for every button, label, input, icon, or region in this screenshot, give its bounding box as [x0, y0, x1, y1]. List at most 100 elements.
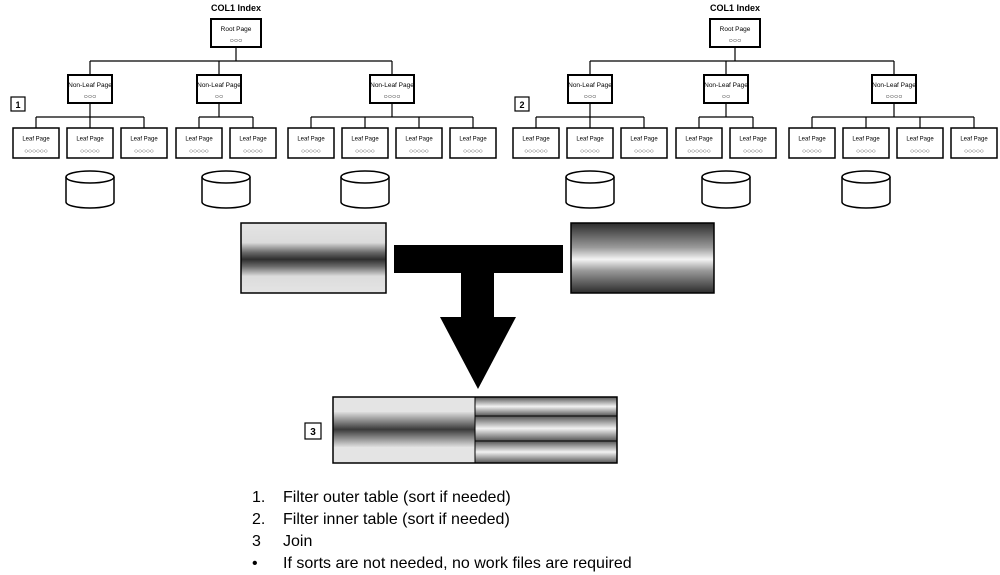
page-label: Leaf Page: [685, 137, 713, 143]
data-page-cylinder: [201, 170, 251, 209]
page-keys: ○○○○○: [301, 148, 321, 155]
page-label: Leaf Page: [405, 137, 433, 143]
index-title: COL1 Index: [710, 3, 760, 13]
caption-text: Join: [283, 533, 313, 550]
leaf-page: Leaf Page○○○○○○: [12, 127, 60, 159]
page-keys: ○○○○○: [856, 148, 876, 155]
leaf-page: Leaf Page○○○○○: [620, 127, 668, 159]
page-label: Leaf Page: [76, 137, 104, 143]
non-leaf-page: Non-Leaf Page ○○○○: [369, 74, 415, 104]
page-label: Leaf Page: [522, 137, 550, 143]
leaf-page: Leaf Page ○○○○○: [788, 127, 836, 159]
page-keys: ○○: [722, 94, 730, 101]
outer-table-bar: [240, 222, 387, 294]
page-label: Non-Leaf Page: [370, 82, 414, 89]
page-label: Leaf Page: [185, 137, 213, 143]
page-label: Leaf Page: [459, 137, 487, 143]
page-label: Leaf Page: [130, 137, 158, 143]
result-left-band: [333, 412, 475, 447]
page-keys: ○○○○○: [964, 148, 984, 155]
data-page-cylinder: [565, 170, 615, 209]
leaf-page: Leaf Page ○○○○○: [449, 127, 497, 159]
page-keys: ○○○○: [886, 94, 903, 101]
step-2-marker: 2: [514, 96, 530, 112]
leaf-page: Leaf Page ○○○○○: [566, 127, 614, 159]
caption-number: 3: [252, 533, 261, 550]
caption-text: Filter inner table (sort if needed): [283, 511, 510, 528]
leaf-page: Leaf Page ○○○○○○: [675, 127, 723, 159]
merge-arrow-shaft: [461, 273, 494, 317]
leaf-page: Leaf Page ○○○○○: [175, 127, 223, 159]
merge-arrow-head: [440, 317, 516, 389]
data-page-cylinder: [340, 170, 390, 209]
page-keys: ○○○○○: [409, 148, 429, 155]
page-keys: ○○○○○: [355, 148, 375, 155]
page-label: Leaf Page: [960, 137, 988, 143]
page-label: Non-Leaf Page: [704, 82, 748, 89]
data-page-cylinder: [701, 170, 751, 209]
page-keys: ○○○: [584, 94, 597, 101]
non-leaf-page: Non-Leaf Page ○○: [703, 74, 749, 104]
leaf-page: Leaf Page ○○○○○: [950, 127, 998, 159]
leaf-page: Leaf Page ○○○○○: [229, 127, 277, 159]
page-label: Non-Leaf Page: [197, 82, 241, 89]
joined-result-table: [332, 396, 618, 464]
result-table-border: [332, 396, 618, 464]
result-right-band-1: [475, 397, 617, 416]
page-label: Leaf Page: [576, 137, 604, 143]
page-label: Leaf Page: [852, 137, 880, 143]
page-label: Non-Leaf Page: [872, 82, 916, 89]
page-label: Leaf Page: [906, 137, 934, 143]
step-3-label: 3: [310, 427, 316, 438]
page-keys: ○○○○○: [189, 148, 209, 155]
page-keys: ○○○○: [384, 94, 401, 101]
step-1-marker: 1: [10, 96, 26, 112]
caption-item: • If sorts are not needed, no work files…: [252, 553, 812, 575]
page-label: Leaf Page: [239, 137, 267, 143]
page-label: Root Page: [221, 26, 252, 33]
non-leaf-page: Non-Leaf Page○○○: [567, 74, 613, 104]
page-label: Leaf Page: [351, 137, 379, 143]
caption-list: 1. Filter outer table (sort if needed) 2…: [252, 487, 812, 575]
page-label: Leaf Page: [798, 137, 826, 143]
page-label: Root Page: [720, 26, 751, 33]
page-keys: ○○○○○○: [524, 148, 548, 155]
step-label: 1: [15, 100, 20, 110]
page-keys: ○○○○○: [134, 148, 154, 155]
page-keys: ○○○: [84, 94, 97, 101]
page-keys: ○○○○○: [802, 148, 822, 155]
caption-text: If sorts are not needed, no work files a…: [283, 555, 632, 572]
data-page-cylinder: [65, 170, 115, 209]
tree-connectors: [35, 47, 474, 128]
inner-table-bar: [570, 222, 715, 294]
leaf-page: Leaf Page○○○○○: [729, 127, 777, 159]
non-leaf-page: Non-Leaf Page○○: [196, 74, 242, 104]
inner-index-tree: COL1 Index 2 Root Page ○○○Non-Leaf Page○○○ N…: [512, 3, 998, 209]
root-page: Root Page ○○○: [210, 18, 262, 48]
page-keys: ○○○○○: [80, 148, 100, 155]
page-keys: ○○○○○: [243, 148, 263, 155]
leaf-page: Leaf Page ○○○○○: [395, 127, 443, 159]
page-keys: ○○○○○○: [687, 148, 711, 155]
result-right-band-3: [475, 441, 617, 463]
leaf-page: Leaf Page ○○○○○: [287, 127, 335, 159]
page-keys: ○○○○○: [463, 148, 483, 155]
leaf-page: Leaf Page ○○○○○: [842, 127, 890, 159]
caption-item: 3 Join: [252, 531, 812, 553]
page-label: Leaf Page: [22, 137, 50, 143]
leaf-page: Leaf Page ○○○○○: [341, 127, 389, 159]
merge-connector-bar: [394, 245, 563, 273]
page-keys: ○○○○○: [634, 148, 654, 155]
caption-bullet: •: [252, 555, 258, 572]
caption-text: Filter outer table (sort if needed): [283, 489, 511, 506]
page-keys: ○○○○○: [910, 148, 930, 155]
page-label: Leaf Page: [739, 137, 767, 143]
page-keys: ○○○○○: [580, 148, 600, 155]
leaf-page: Leaf Page ○○○○○○: [512, 127, 560, 159]
page-keys: ○○○: [230, 38, 243, 45]
page-label: Leaf Page: [297, 137, 325, 143]
leaf-page: Leaf Page ○○○○○: [120, 127, 168, 159]
caption-number: 1.: [252, 489, 266, 506]
